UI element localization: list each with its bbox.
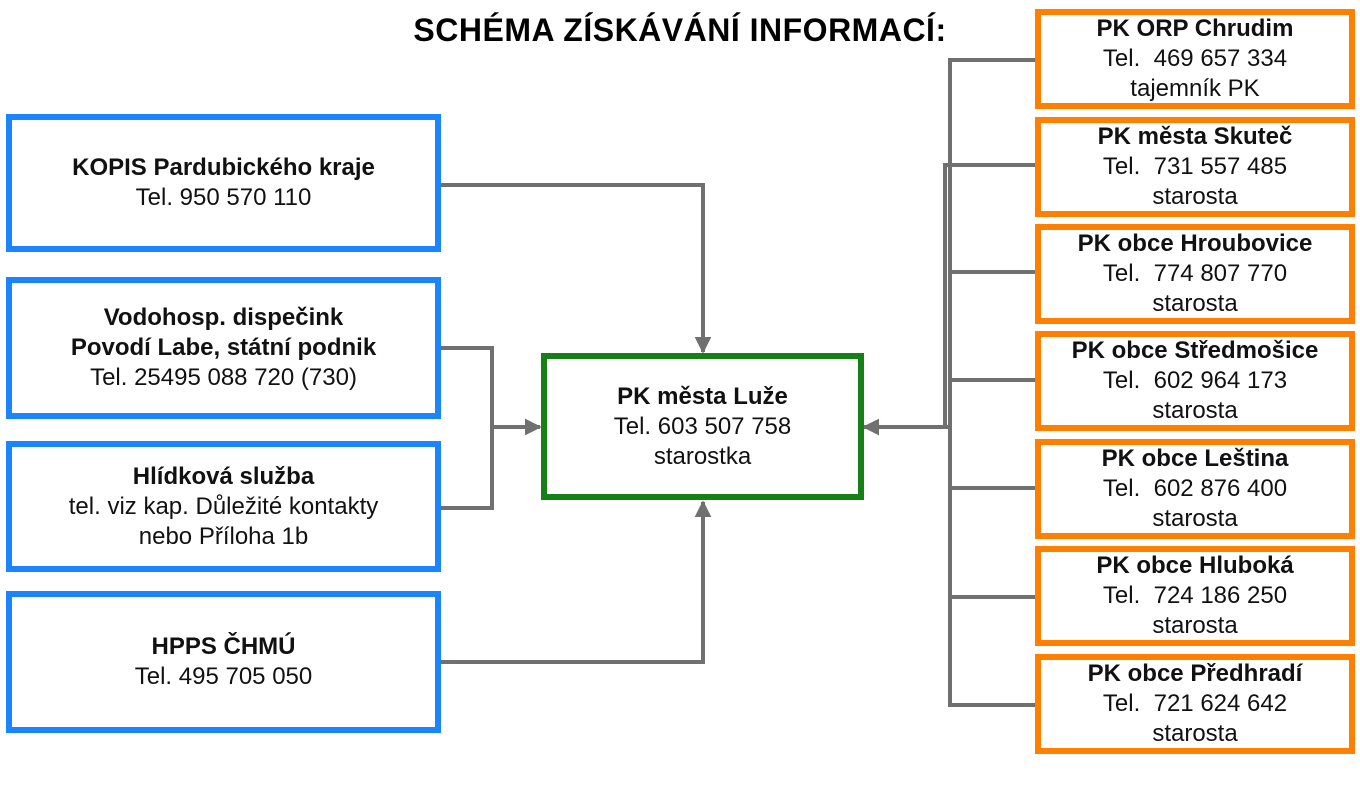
box-phone: Tel. 602 876 400 [1102, 475, 1288, 502]
box-phone: Tel. 469 657 334 [1102, 45, 1288, 72]
connector-kopis [441, 183, 712, 354]
box-phone: Tel. 602 964 173 [1102, 367, 1288, 394]
box-hlidkova: Hlídková služba tel. viz kap. Důležité k… [6, 441, 441, 572]
box-stremosice: PK obce Středmošice Tel. 602 964 173 sta… [1035, 331, 1355, 431]
box-role: starosta [1152, 397, 1238, 424]
box-role: starosta [1152, 612, 1238, 639]
box-center: PK města Luže Tel. 603 507 758 starostka [541, 353, 864, 500]
box-phone: Tel. 950 570 110 [135, 184, 312, 211]
page-title: SCHÉMA ZÍSKÁVÁNÍ INFORMACÍ: [413, 12, 947, 48]
box-role: starosta [1152, 720, 1238, 747]
box-name: PK ORP Chrudim [1096, 15, 1294, 42]
box-role: starosta [1152, 505, 1238, 532]
box-predhradi: PK obce Předhradí Tel. 721 624 642 staro… [1035, 654, 1355, 754]
box-name: PK města Skuteč [1097, 123, 1293, 150]
box-hpps: HPPS ČHMÚ Tel. 495 705 050 [6, 591, 441, 733]
connector-vodohosp [441, 346, 494, 510]
box-name: PK města Luže [617, 382, 788, 410]
box-hluboka: PK obce Hluboká Tel. 724 186 250 starost… [1035, 546, 1355, 646]
box-line-1: tel. viz kap. Důležité kontakty [68, 492, 379, 520]
box-phone: Tel. 495 705 050 [134, 663, 313, 690]
box-phone: Tel. 721 624 642 [1102, 690, 1288, 717]
box-name-2: Povodí Labe, státní podnik [70, 334, 377, 361]
box-role: starostka [653, 442, 752, 470]
box-hroubovice: PK obce Hroubovice Tel. 774 807 770 star… [1035, 224, 1355, 324]
box-role: tajemník PK [1130, 75, 1260, 102]
box-name: PK obce Hroubovice [1077, 230, 1313, 257]
box-role: starosta [1152, 183, 1238, 210]
box-name: Vodohosp. dispečink [103, 304, 344, 331]
box-line-2: nebo Příloha 1b [138, 522, 309, 550]
box-kopis: KOPIS Pardubického kraje Tel. 950 570 11… [6, 114, 441, 252]
box-vodohosp: Vodohosp. dispečink Povodí Labe, státní … [6, 277, 441, 419]
box-phone: Tel. 724 186 250 [1102, 582, 1288, 609]
connector-right-bus-lower [943, 163, 1036, 427]
box-name: KOPIS Pardubického kraje [72, 154, 375, 181]
box-name: PK obce Předhradí [1087, 660, 1303, 687]
box-role: starosta [1152, 290, 1238, 317]
box-phone: Tel. 25495 088 720 (730) [90, 364, 357, 391]
box-name: PK obce Hluboká [1096, 552, 1294, 579]
box-phone: Tel. 603 507 758 [613, 412, 792, 440]
box-name: HPPS ČHMÚ [151, 633, 296, 660]
box-phone: Tel. 731 557 485 [1102, 153, 1288, 180]
connector-right-bus-upper [948, 58, 1036, 707]
connector-hpps [441, 500, 712, 664]
box-skutec: PK města Skuteč Tel. 731 557 485 starost… [1035, 117, 1355, 217]
box-phone: Tel. 774 807 770 [1102, 260, 1288, 287]
box-chrudim: PK ORP Chrudim Tel. 469 657 334 tajemník… [1035, 9, 1355, 109]
box-lestina: PK obce Leština Tel. 602 876 400 starost… [1035, 439, 1355, 539]
box-name: PK obce Středmošice [1071, 337, 1319, 364]
box-name: Hlídková služba [132, 462, 315, 490]
box-name: PK obce Leština [1101, 445, 1289, 472]
